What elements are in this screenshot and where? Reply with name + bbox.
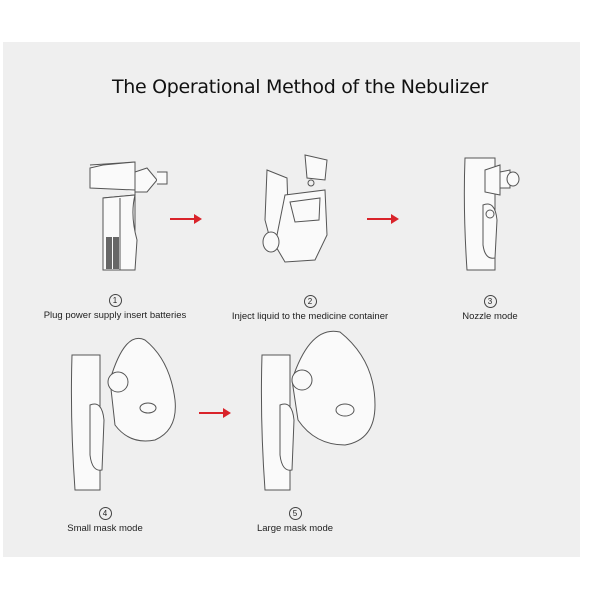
page-title: The Operational Method of the Nebulizer — [111, 76, 489, 98]
arrow-icon — [367, 214, 399, 224]
step-5: 5 Large mask mode — [230, 503, 360, 534]
arrow-icon — [199, 408, 231, 418]
step-1: 1 Plug power supply insert batteries — [20, 290, 210, 321]
step-3: 3 Nozzle mode — [430, 291, 550, 322]
step-label: Large mask mode — [256, 523, 334, 534]
step-number: 1 — [108, 294, 122, 307]
step-4: 4 Small mask mode — [40, 503, 170, 534]
large-mask-illustration — [260, 330, 376, 491]
step-number: 4 — [98, 507, 112, 520]
small-mask-illustration — [70, 338, 176, 491]
step-label: Small mask mode — [67, 523, 143, 534]
step-number: 3 — [483, 295, 497, 308]
medicine-container-illustration — [262, 154, 328, 263]
arrow-icon — [170, 214, 202, 224]
step-label: Plug power supply insert batteries — [43, 310, 187, 321]
step-label: Inject liquid to the medicine container — [231, 311, 389, 322]
step-label: Nozzle mode — [462, 311, 518, 322]
step-number: 2 — [303, 295, 317, 308]
step-2: 2 Inject liquid to the medicine containe… — [210, 291, 410, 322]
step-number: 5 — [288, 507, 302, 520]
nozzle-mode-illustration — [463, 157, 520, 271]
nebulizer-battery-illustration — [89, 161, 168, 271]
